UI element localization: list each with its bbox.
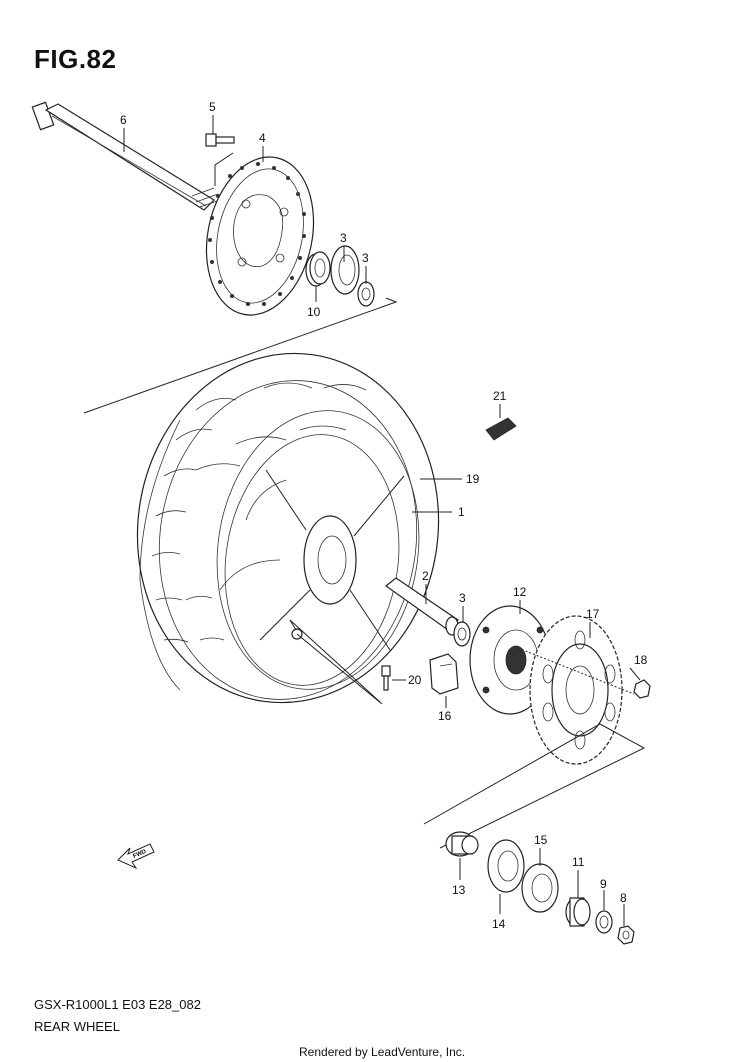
callout-11: 11 <box>572 855 585 869</box>
brake-disc-part[interactable] <box>193 147 328 325</box>
tire-part[interactable] <box>115 334 461 722</box>
oil-seal-part[interactable] <box>330 245 360 295</box>
callout-9: 9 <box>600 877 607 891</box>
callout-21: 21 <box>493 389 507 403</box>
callout-10: 10 <box>307 305 321 319</box>
wheel-part[interactable] <box>199 397 436 702</box>
callout-14: 14 <box>492 917 506 931</box>
callout-16: 16 <box>438 709 452 723</box>
washer-part[interactable] <box>595 910 613 934</box>
callout-20: 20 <box>408 673 422 687</box>
render-credit: Rendered by LeadVenture, Inc. <box>299 1045 466 1059</box>
fwd-arrow-icon: FWD <box>117 843 155 870</box>
spacer-11-part[interactable] <box>565 897 591 927</box>
sprocket-nut-part[interactable] <box>633 679 651 699</box>
rear-sprocket-part[interactable] <box>529 615 623 765</box>
callout-1: 1 <box>458 505 465 519</box>
damper-part[interactable] <box>429 653 459 695</box>
callout-3-lower: 3 <box>459 591 466 605</box>
callout-15: 15 <box>534 833 548 847</box>
model-code: GSX-R1000L1 E03 E28_082 <box>34 997 201 1012</box>
callout-19: 19 <box>466 472 480 486</box>
assembly-name: REAR WHEEL <box>34 1019 120 1034</box>
valve-part[interactable] <box>381 665 391 691</box>
callout-13: 13 <box>452 883 466 897</box>
callout-8: 8 <box>620 891 627 905</box>
spacer-upper-part[interactable] <box>305 251 331 287</box>
callout-3-upper: 3 <box>362 251 369 265</box>
callout-6: 5 <box>209 100 216 114</box>
callout-18: 18 <box>634 653 648 667</box>
callout-4: 3 <box>340 231 347 245</box>
oil-seal-15-part[interactable] <box>521 863 559 913</box>
bolt-part[interactable] <box>205 133 235 147</box>
bearing-14-part[interactable] <box>487 839 525 893</box>
bearing-upper-part[interactable] <box>357 281 375 307</box>
callout-2: 2 <box>422 569 429 583</box>
figure-title: FIG.82 <box>34 44 117 74</box>
callout-5: 4 <box>259 131 266 145</box>
bearing-lower-part[interactable] <box>453 621 471 647</box>
callout-7: 6 <box>120 113 127 127</box>
axle-nut-part[interactable] <box>617 925 635 945</box>
callout-12: 12 <box>513 585 527 599</box>
fwd-text: FWD <box>132 849 148 860</box>
spacer-lower-part[interactable] <box>445 831 479 857</box>
balance-weight-part[interactable] <box>485 417 517 441</box>
callout-17: 17 <box>586 607 600 621</box>
